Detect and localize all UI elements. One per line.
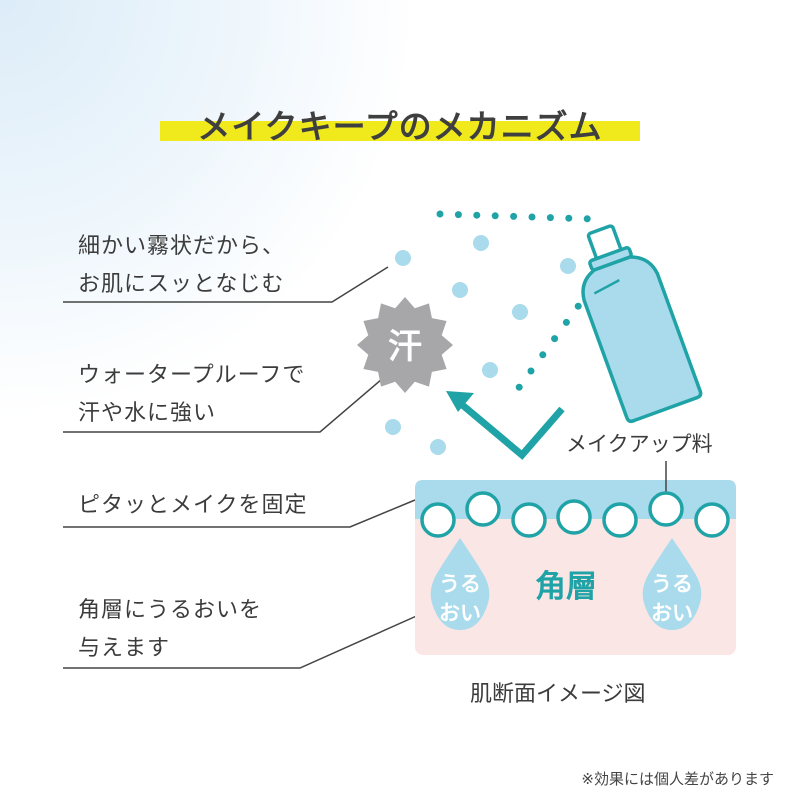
spray-dot [491, 212, 499, 220]
spray-dot [510, 212, 518, 220]
spray-dots [436, 210, 594, 391]
mist-particle [430, 439, 446, 455]
stratum-label: 角層 [535, 569, 597, 605]
moisture-drops [430, 538, 702, 630]
moisture-drop-icon [430, 538, 490, 630]
spray-dot [528, 213, 536, 221]
leader-line-mist [63, 266, 389, 303]
label-line: ウォータープルーフで [78, 363, 306, 388]
makeup-particle [511, 502, 547, 538]
mist-particle [395, 250, 411, 266]
leader-line-moist [63, 609, 431, 669]
makeup-particle [556, 499, 592, 535]
page-title: メイクキープのメカニズム [197, 107, 603, 146]
label-fix: ピタッとメイクを固定 [78, 487, 308, 525]
label-mist: 細かい霧状だから、 お肌にスッとなじむ [78, 228, 285, 304]
spray-dot [546, 214, 554, 222]
mist-particle [452, 282, 468, 298]
disclaimer: ※効果には個人差があります [581, 770, 774, 788]
spray-dot [527, 367, 535, 375]
spray-dot [551, 335, 559, 343]
spray-dot [539, 351, 547, 359]
sweat-burst-icon [357, 297, 453, 393]
makeup-particles [420, 491, 730, 538]
drop-text: うる [651, 572, 693, 596]
makeup-particle [602, 502, 638, 538]
makeup-particle [694, 502, 730, 538]
label-line: 角層にうるおいを [78, 598, 263, 623]
spray-dot [583, 215, 591, 223]
bounce-arrow-icon [457, 400, 565, 460]
label-line: ピタッとメイクを固定 [78, 493, 308, 518]
drop-text: うる [439, 572, 481, 596]
label-line: 汗や水に強い [78, 401, 217, 426]
label-moist: 角層にうるおいを 与えます [78, 592, 262, 668]
label-line: 与えます [78, 636, 171, 661]
sweat-label: 汗 [388, 327, 422, 367]
mist-particle [473, 235, 489, 251]
makeup-particle [465, 491, 501, 527]
moisture-drop-icon [642, 538, 702, 630]
spray-dot [574, 302, 582, 310]
arrow-head [446, 391, 474, 412]
mist-particles [385, 235, 576, 455]
mist-particle [482, 362, 498, 378]
spray-dot [436, 210, 444, 218]
spray-dot [562, 318, 570, 326]
label-waterproof: ウォータープルーフで 汗や水に強い [78, 357, 305, 433]
leader-lines [63, 266, 431, 669]
label-line: お肌にスッとなじむ [78, 272, 285, 297]
mist-particle [385, 419, 401, 435]
makeup-particle [420, 502, 456, 538]
leader-line-waterproof [63, 378, 383, 433]
drop-text: おい [439, 601, 481, 625]
diagram-caption: 肌断面イメージ図 [470, 682, 646, 707]
makeup-label: メイクアップ料 [566, 432, 713, 456]
mist-particle [560, 258, 576, 274]
spray-dot [565, 214, 573, 222]
mist-particle [512, 304, 528, 320]
makeup-particle [648, 491, 684, 527]
leader-line-fix [63, 499, 416, 528]
title-highlight [160, 121, 640, 141]
spray-dot [454, 211, 462, 219]
label-line: 細かい霧状だから、 [78, 234, 286, 259]
spray-dot [515, 383, 523, 391]
spray-can-icon [581, 224, 703, 424]
drop-text: おい [651, 601, 693, 625]
spray-dot [473, 211, 481, 219]
